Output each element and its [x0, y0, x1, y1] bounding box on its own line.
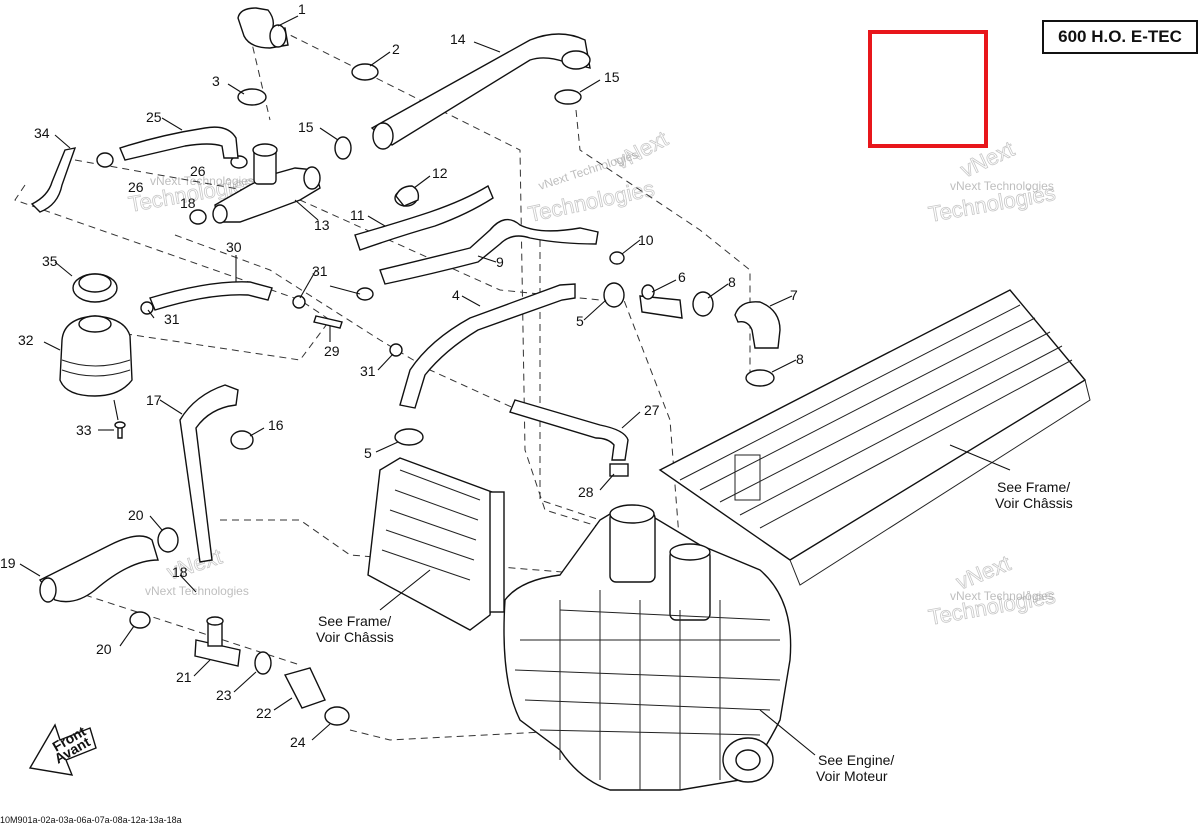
- part-heater-hose: [354, 184, 494, 251]
- hose-clamps: [96, 63, 775, 726]
- part-overflow-hose: [30, 147, 77, 213]
- callout-31a: 31: [312, 263, 328, 279]
- callout-leaders: [19, 15, 1011, 756]
- see-engine-line1: See Engine/: [818, 752, 894, 768]
- part-thermostat-housing: [212, 143, 321, 224]
- svg-text:vNext Technologies: vNext Technologies: [145, 584, 249, 598]
- callout-5a: 5: [576, 313, 584, 329]
- callout-15b: 15: [298, 119, 314, 135]
- callout-16: 16: [268, 417, 284, 433]
- part-vertical-hose: [179, 384, 239, 563]
- callout-27: 27: [644, 402, 660, 418]
- heat-exchanger-right: [658, 289, 1091, 586]
- callout-30: 30: [226, 239, 242, 255]
- svg-text:vNext Technologies: vNext Technologies: [950, 589, 1054, 603]
- callout-14: 14: [450, 31, 466, 47]
- callout-20b: 20: [96, 641, 112, 657]
- callout-21: 21: [176, 669, 192, 685]
- callout-7: 7: [790, 287, 798, 303]
- callout-20a: 20: [128, 507, 144, 523]
- callout-6: 6: [678, 269, 686, 285]
- part-coupler: [283, 667, 326, 709]
- callout-32: 32: [18, 332, 34, 348]
- callout-numbers: 1 2 3 14 15 15 34 25 26 26 18 12 11 13 1…: [0, 1, 804, 750]
- see-frame-right-line1: See Frame/: [997, 479, 1070, 495]
- callout-26b: 26: [128, 179, 144, 195]
- callout-4: 4: [452, 287, 460, 303]
- callout-8b: 8: [796, 351, 804, 367]
- callout-5b: 5: [364, 445, 372, 461]
- document-code: 10M901a-02a-03a-06a-07a-08a-12a-13a-18a: [0, 815, 182, 825]
- callout-31b: 31: [164, 311, 180, 327]
- part-inlet-hose: [38, 535, 159, 603]
- engine-block: [503, 504, 792, 791]
- highlight-box: [868, 30, 988, 148]
- part-upper-hose: [370, 33, 591, 150]
- callout-12: 12: [432, 165, 448, 181]
- reference-labels: See Frame/ Voir Châssis See Frame/ Voir …: [316, 479, 1073, 784]
- callout-24: 24: [290, 734, 306, 750]
- callout-28: 28: [578, 484, 594, 500]
- part-connector: [313, 315, 343, 329]
- callout-33: 33: [76, 422, 92, 438]
- callout-35: 35: [42, 253, 58, 269]
- part-return-hose: [379, 218, 599, 285]
- callout-22: 22: [256, 705, 272, 721]
- part-bypass-hose: [119, 126, 239, 161]
- part-elbow-fitting: [237, 7, 289, 49]
- radiator-center: [367, 457, 505, 631]
- callout-3: 3: [212, 73, 220, 89]
- see-frame-right-line2: Voir Châssis: [995, 495, 1073, 511]
- callout-10: 10: [638, 232, 654, 248]
- callout-9: 9: [496, 254, 504, 270]
- callout-34: 34: [34, 125, 50, 141]
- front-direction-arrow: Front Avant: [28, 723, 97, 776]
- see-frame-mid-line2: Voir Châssis: [316, 629, 394, 645]
- part-radiator-hose: [399, 283, 576, 409]
- callout-1: 1: [298, 1, 306, 17]
- svg-text:vNext: vNext: [611, 126, 672, 174]
- part-t-fitting: [639, 284, 683, 319]
- callout-25: 25: [146, 109, 162, 125]
- callout-15a: 15: [604, 69, 620, 85]
- part-lower-hose: [509, 399, 629, 461]
- see-frame-mid-line1: See Frame/: [318, 613, 391, 629]
- part-clamp-12: [395, 185, 420, 207]
- part-reservoir-hose: [149, 281, 273, 311]
- callout-18a: 18: [180, 195, 196, 211]
- part-screw: [114, 421, 126, 439]
- part-reservoir-cap: [72, 273, 118, 303]
- callout-26a: 26: [190, 163, 206, 179]
- part-elbow-hose: [734, 301, 781, 349]
- part-lower-t-fitting: [194, 616, 241, 667]
- callout-8a: 8: [728, 274, 736, 290]
- callout-17: 17: [146, 392, 162, 408]
- callout-2: 2: [392, 41, 400, 57]
- svg-text:vNext Technologies: vNext Technologies: [950, 179, 1054, 193]
- part-coolant-reservoir: [59, 315, 133, 397]
- callout-31c: 31: [360, 363, 376, 379]
- see-engine-line2: Voir Moteur: [816, 768, 888, 784]
- callout-29: 29: [324, 343, 340, 359]
- callout-19: 19: [0, 555, 16, 571]
- callout-18b: 18: [172, 564, 188, 580]
- callout-11: 11: [350, 207, 365, 223]
- model-label: 600 H.O. E-TEC: [1042, 20, 1198, 54]
- callout-23: 23: [216, 687, 232, 703]
- callout-13: 13: [314, 217, 330, 233]
- svg-text:vNext: vNext: [953, 550, 1015, 594]
- part-clamp-28: [609, 463, 629, 477]
